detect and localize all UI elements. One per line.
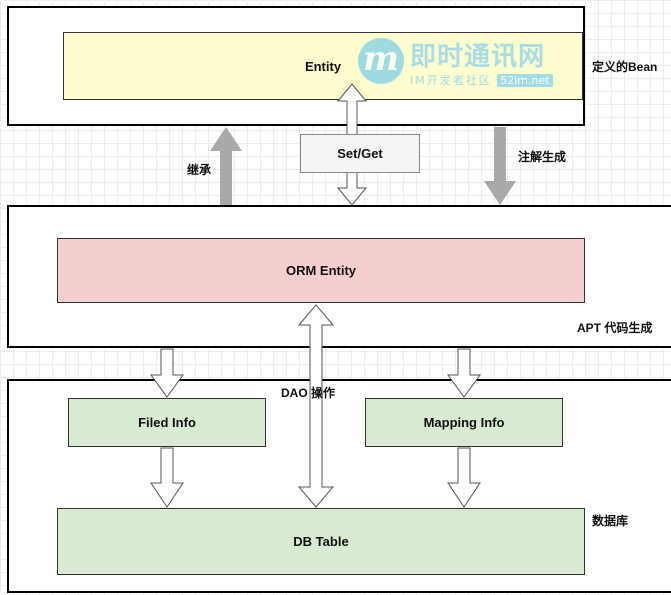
- orm-to-mapping-arrow: [447, 348, 481, 398]
- watermark-url: 52im.net: [497, 74, 553, 87]
- set-get-label: Set/Get: [337, 146, 383, 161]
- watermark-subtitle: IM开发者社区: [410, 74, 492, 87]
- db-table-box[interactable]: DB Table: [57, 508, 585, 575]
- orm-entity-label: ORM Entity: [285, 263, 357, 278]
- filed-info-label: Filed Info: [138, 415, 196, 430]
- apt-layer-label: APT 代码生成: [577, 321, 653, 335]
- annotation-generate-arrow: [484, 127, 516, 205]
- filed-info-box[interactable]: Filed Info: [68, 398, 266, 447]
- orm-to-filed-arrow: [150, 348, 184, 398]
- watermark-subtitle-row: IM开发者社区 52im.net: [410, 72, 553, 88]
- watermark-logo: m 即时通讯网 IM开发者社区 52im.net: [358, 36, 583, 94]
- mapping-info-label: Mapping Info: [423, 415, 505, 430]
- mapping-info-box[interactable]: Mapping Info: [365, 398, 563, 447]
- dao-operation-label: DAO 操作: [281, 386, 336, 400]
- db-table-label: DB Table: [293, 534, 349, 549]
- database-layer-label: 数据库: [592, 514, 629, 528]
- filed-to-db-arrow: [150, 447, 184, 508]
- watermark-logo-icon: m: [358, 38, 404, 84]
- orm-entity-box[interactable]: ORM Entity: [57, 238, 585, 303]
- watermark-title: 即时通讯网: [410, 42, 546, 72]
- inherit-label: 继承: [187, 163, 212, 177]
- set-get-box[interactable]: Set/Get: [300, 134, 420, 173]
- inherit-arrow: [210, 127, 242, 205]
- entity-label: Entity: [304, 58, 342, 74]
- dao-operation-arrow: [297, 304, 335, 508]
- mapping-to-db-arrow: [447, 447, 481, 508]
- bean-layer-label: 定义的Bean: [592, 60, 658, 74]
- entity-box[interactable]: Entity: [63, 32, 583, 100]
- annotation-generate-label: 注解生成: [518, 150, 567, 164]
